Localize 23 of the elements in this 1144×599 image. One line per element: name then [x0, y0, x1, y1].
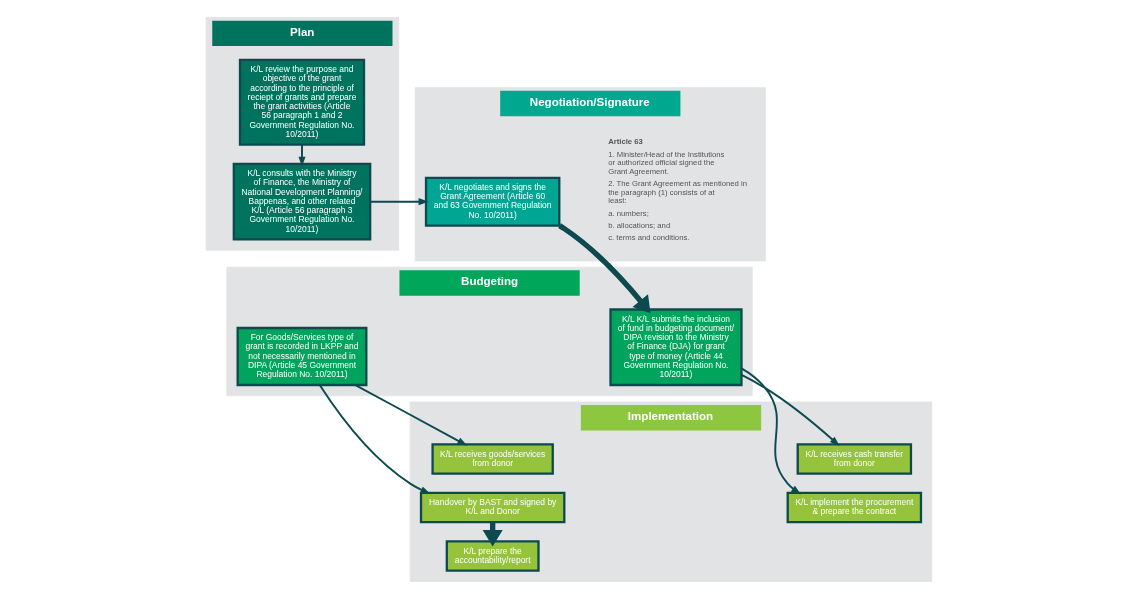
label: 2. The Grant Agreement as mentioned in the paragraph (1) consists of at least: — [608, 179, 747, 206]
label: 1. Minister/Head of the Institutions or authorized official signed the Grant Agreement. — [608, 149, 725, 176]
node-box: K/L consults with the Ministry of Finance, the Ministry of National Development Planning/ Bappenas, and other related K/L (Article 56 paragraph 3 Government Regulation No. 10/2011) — [232, 162, 372, 241]
node-box: Handover by BAST and signed by K/L and Donor — [419, 491, 566, 524]
arrow — [369, 198, 429, 206]
label: b. allocations; and — [608, 220, 671, 230]
node-box: For Goods/Services type of grant is recorded in LKPP and not necessarily mentioned in DIPA (Article 45 Government Regulation No. 10/2011) — [236, 326, 368, 387]
node-box: K/L K/L submits the inclusion of fund in budgeting document/ DIPA revision to the Ministry of Finance (DJA) for grant type of money (Article 44 Government Regulation No. 10/2011) — [609, 308, 743, 387]
arrow — [354, 384, 468, 446]
label: a. numbers; — [608, 208, 649, 218]
node-box: K/L negotiates and signs the Grant Agreement (Article 60 and 63 Government Regulation No. 10/2011) — [424, 176, 561, 227]
arrow — [740, 373, 840, 447]
arrow — [298, 143, 306, 167]
node-box: K/L receives goods/services from donor — [431, 443, 554, 475]
node-box: K/L prepare the accountability/report — [445, 540, 540, 572]
node-box: K/L implement the procurement & prepare the contract — [786, 491, 923, 524]
arrow — [558, 223, 651, 314]
label: Article 63 — [608, 136, 643, 146]
arrow — [740, 367, 801, 495]
node-box: K/L review the purpose and objective of the grant according to the principle of reciept of grants and prepare the grant activities (Article 56 paragraph 1 and 2 Government Regulation No. 10/2011) — [238, 58, 366, 146]
node-box: K/L receives cash transfer from donor — [796, 443, 913, 475]
arrow — [318, 384, 431, 494]
label: c. terms and conditions. — [608, 233, 690, 243]
